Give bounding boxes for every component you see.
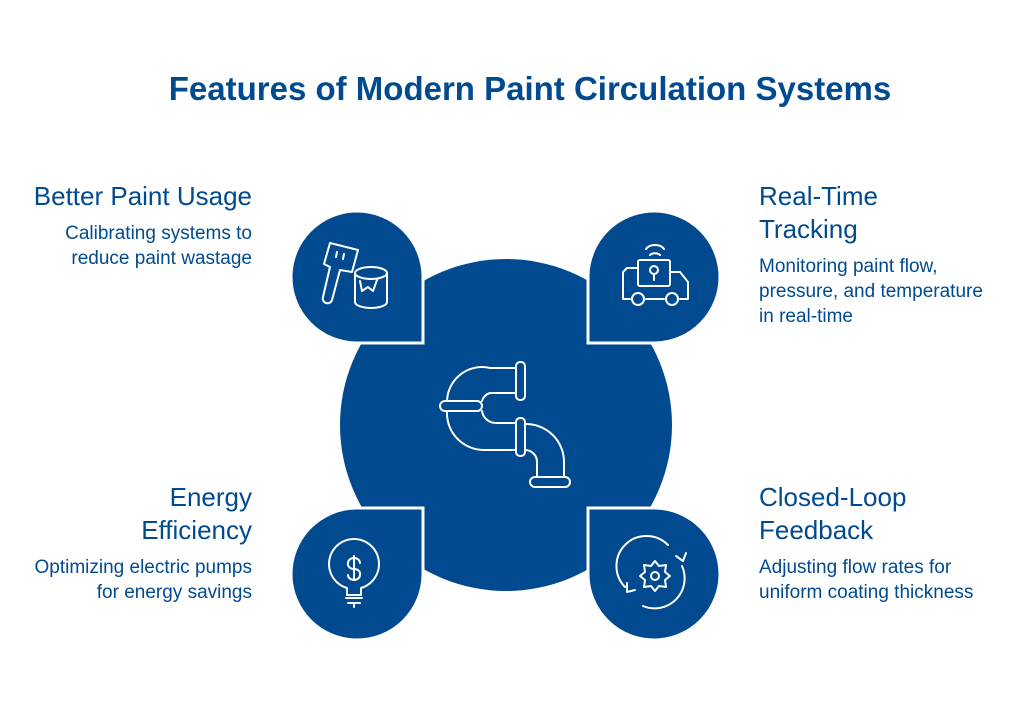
feature-description: Adjusting flow rates for uniform coating… xyxy=(759,557,974,603)
drop-bottom-right xyxy=(586,506,722,642)
dollar-bulb-icon xyxy=(328,538,380,608)
feature-heading: Real-Time Tracking xyxy=(759,181,878,244)
pipe-icon xyxy=(439,361,571,488)
paint-brush-bucket-icon xyxy=(321,242,388,309)
diagram-title: Features of Modern Paint Circulation Sys… xyxy=(168,70,892,107)
feature-real-time-tracking: Real-Time Tracking Monitoring paint flow… xyxy=(759,180,999,329)
gear-cycle-icon xyxy=(615,534,687,610)
feature-heading: Closed-Loop Feedback xyxy=(759,482,907,545)
feature-description: Calibrating systems to reduce paint wast… xyxy=(65,223,252,269)
feature-closed-loop-feedback: Closed-Loop Feedback Adjusting flow rate… xyxy=(759,481,979,605)
feature-description: Optimizing electric pumps for energy sav… xyxy=(34,557,252,603)
feature-better-paint-usage: Better Paint Usage Calibrating systems t… xyxy=(22,180,252,271)
drop-bottom-left xyxy=(289,506,425,642)
feature-heading: Better Paint Usage xyxy=(33,181,252,211)
feature-heading: Energy Efficiency xyxy=(141,482,252,545)
feature-energy-efficiency: Energy Efficiency Optimizing electric pu… xyxy=(22,481,252,605)
feature-description: Monitoring paint flow, pressure, and tem… xyxy=(759,256,983,327)
tracking-truck-icon xyxy=(622,244,689,306)
